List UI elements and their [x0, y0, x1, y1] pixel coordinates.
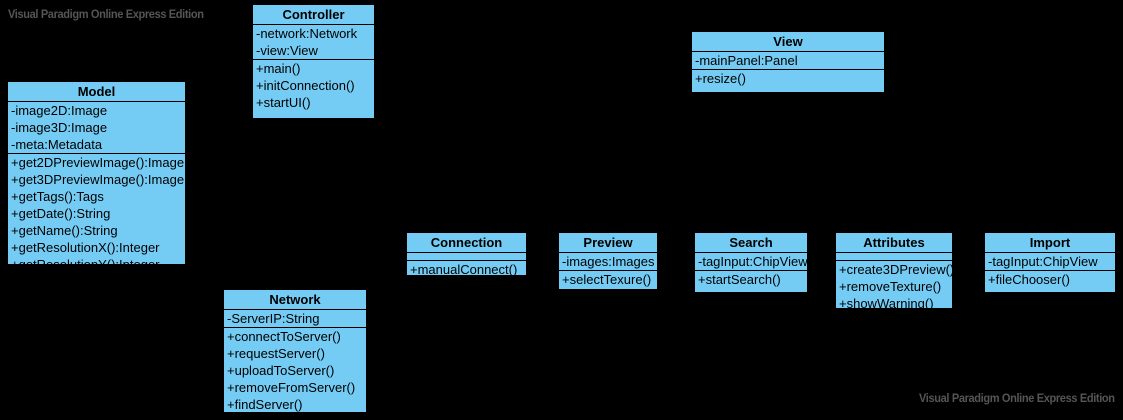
uml-class-name: Attributes	[836, 233, 952, 253]
uml-operations-section: +get2DPreviewImage():Image +get3DPreviewI…	[8, 154, 185, 273]
uml-class-preview[interactable]: Preview-images:Images +selectTexure()	[558, 232, 658, 290]
uml-operation: +getResolutionY():Integer	[11, 257, 160, 272]
uml-operations-section: +fileChooser()	[985, 271, 1115, 288]
uml-operation: +initConnection()	[256, 78, 355, 93]
uml-operation: +main()	[256, 61, 301, 76]
uml-class-name: View	[692, 32, 884, 52]
uml-operations-section: +main() +initConnection() +startUI()	[253, 60, 374, 111]
uml-class-import[interactable]: Import-tagInput:ChipView +fileChooser()	[984, 232, 1116, 293]
uml-attribute: -ServerIP:String	[227, 311, 320, 326]
uml-operation: +getDate():String	[11, 206, 111, 221]
uml-class-controller[interactable]: Controller-network:Network -view:View +mai…	[252, 4, 375, 119]
uml-operation: +fileChooser()	[988, 272, 1071, 287]
uml-attribute: -image3D:Image	[11, 120, 108, 135]
uml-operation: +findServer()	[227, 397, 303, 412]
uml-operation: +removeFromServer()	[227, 380, 356, 395]
uml-attributes-section: -images:Images	[559, 253, 657, 271]
uml-operation: +startUI()	[256, 95, 311, 110]
uml-class-network[interactable]: Network-ServerIP:String +connectToServer(…	[223, 289, 367, 413]
uml-attribute: -mainPanel:Panel	[695, 53, 798, 68]
uml-class-attributes[interactable]: Attributes +create3DPreview() +removeTextu…	[835, 232, 953, 312]
uml-attribute: -images:Images	[562, 254, 655, 269]
uml-operation: +requestServer()	[227, 346, 325, 361]
uml-class-name: Import	[985, 233, 1115, 253]
uml-class-model[interactable]: Model-image2D:Image -image3D:Image -meta:M…	[7, 81, 186, 272]
uml-class-name: Preview	[559, 233, 657, 253]
uml-attribute: -meta:Metadata	[11, 137, 103, 152]
watermark-bottom-right: Visual Paradigm Online Express Edition	[919, 391, 1115, 405]
uml-operation: +create3DPreview()	[839, 262, 952, 277]
uml-attribute: -network:Network	[256, 26, 358, 41]
uml-attribute: -image2D:Image	[11, 103, 108, 118]
uml-operation: +startSearch()	[698, 272, 781, 287]
uml-operation: +uploadToServer()	[227, 363, 335, 378]
uml-attributes-section: -image2D:Image -image3D:Image -meta:Metada…	[8, 102, 185, 154]
uml-operations-section: +create3DPreview() +removeTexture() +showW…	[836, 261, 952, 312]
uml-attributes-section: -network:Network -view:View	[253, 25, 374, 60]
uml-operations-section: +resize()	[692, 70, 884, 87]
uml-operation: +showWarning()	[839, 296, 934, 311]
uml-operation: +connectToServer()	[227, 329, 341, 344]
uml-operations-section: +connectToServer() +requestServer() +uploa…	[224, 328, 366, 413]
uml-attribute: -view:View	[256, 43, 318, 58]
uml-attributes-section: -mainPanel:Panel	[692, 52, 884, 70]
uml-class-name: Connection	[407, 233, 526, 253]
uml-class-search[interactable]: Search-tagInput:ChipView +startSearch()	[694, 232, 808, 293]
uml-operation: +manualConnect()	[410, 262, 518, 277]
uml-class-name: Network	[224, 290, 366, 310]
uml-class-name: Controller	[253, 5, 374, 25]
uml-operations-section: +selectTexure()	[559, 271, 657, 288]
uml-operation: +get3DPreviewImage():Image	[11, 172, 185, 187]
uml-attributes-section: -ServerIP:String	[224, 310, 366, 328]
uml-class-name: Model	[8, 82, 185, 102]
watermark-top-left: Visual Paradigm Online Express Edition	[8, 7, 204, 21]
uml-attributes-section: -tagInput:ChipView	[985, 253, 1115, 271]
uml-operation: +get2DPreviewImage():Image	[11, 155, 185, 170]
uml-operation: +getResolutionX():Integer	[11, 240, 160, 255]
uml-operation: +selectTexure()	[562, 272, 652, 287]
uml-operation: +resize()	[695, 71, 746, 86]
uml-operation: +removeTexture()	[839, 279, 942, 294]
uml-operations-section: +manualConnect()	[407, 261, 526, 278]
uml-operation: +getTags():Tags	[11, 189, 104, 204]
uml-class-view[interactable]: View-mainPanel:Panel +resize()	[691, 31, 885, 93]
uml-operation: +getName():String	[11, 223, 118, 238]
uml-attributes-section	[407, 253, 526, 261]
uml-class-connection[interactable]: Connection +manualConnect()	[406, 232, 527, 278]
uml-operations-section: +startSearch()	[695, 271, 807, 288]
uml-class-name: Search	[695, 233, 807, 253]
uml-attribute: -tagInput:ChipView	[988, 254, 1098, 269]
uml-attributes-section: -tagInput:ChipView	[695, 253, 807, 271]
uml-attribute: -tagInput:ChipView	[698, 254, 807, 269]
uml-attributes-section	[836, 253, 952, 261]
